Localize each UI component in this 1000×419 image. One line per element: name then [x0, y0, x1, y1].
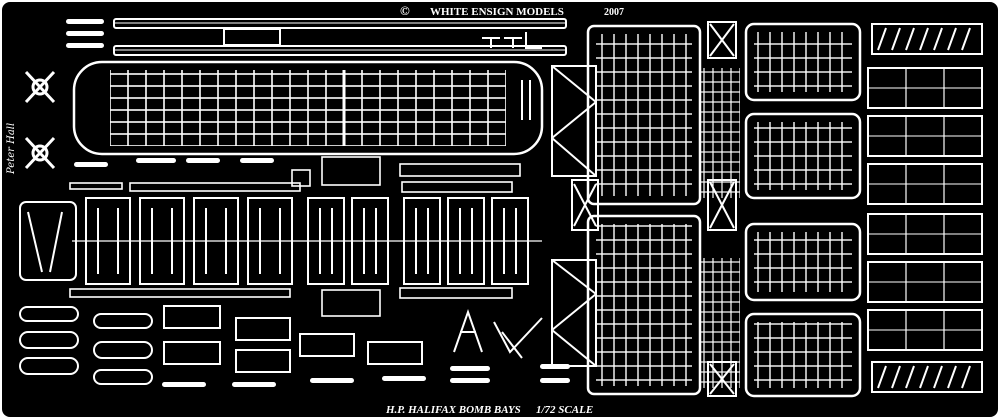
scale-label: 1/72 SCALE	[536, 404, 593, 416]
designer-signature: Peter Hall	[6, 123, 17, 175]
x-boxes-center	[707, 21, 737, 397]
maker-name: WHITE ENSIGN MODELS	[430, 6, 564, 18]
top-rails	[113, 18, 567, 56]
tripod-brackets	[453, 308, 543, 359]
bomb-door-lower	[586, 214, 740, 396]
copyright-mark: ©	[400, 3, 410, 18]
small-bones-bottom	[162, 364, 570, 387]
bomb-bay-floor	[72, 60, 544, 156]
mid-strips	[69, 156, 521, 317]
x-brackets-left	[24, 70, 56, 170]
clamp-parts	[19, 305, 423, 385]
frame-row	[19, 197, 542, 285]
small-t-parts	[482, 32, 542, 120]
medium-door-panels	[744, 22, 862, 398]
product-title: H.P. HALIFAX BOMB BAYS	[385, 404, 521, 416]
right-racks	[867, 23, 983, 393]
small-bones-top-left	[66, 19, 274, 167]
year-mark: 2007	[604, 7, 624, 18]
bomb-door-upper	[586, 24, 740, 206]
